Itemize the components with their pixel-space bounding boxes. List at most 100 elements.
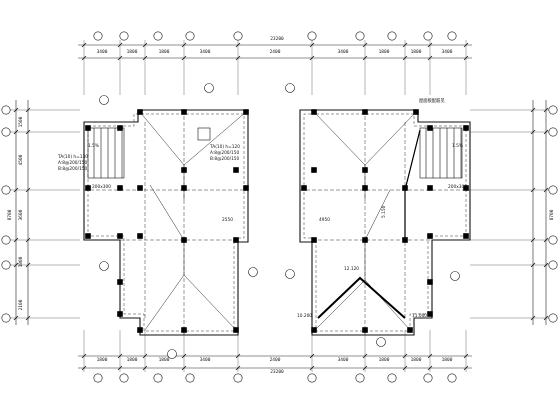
column <box>137 109 143 115</box>
left-dim-labels: 1500 4500 3600 1800 2100 <box>18 116 24 310</box>
top-dim: 3400 <box>200 49 211 55</box>
dim-tick <box>530 129 536 135</box>
top-dim: 1800 <box>159 49 170 55</box>
left-stair-label: 1.5% <box>88 143 99 149</box>
axis-bubble-left <box>1 260 11 270</box>
bottom-dim: 1800 <box>411 357 422 363</box>
right-ridge-dim: 4950 <box>319 217 330 223</box>
dim-tick <box>117 55 123 61</box>
dim-tick <box>402 55 408 61</box>
dim-tick <box>81 42 87 48</box>
axis-bubble-interior <box>99 95 109 105</box>
column <box>85 125 91 131</box>
dim-tick <box>117 353 123 359</box>
axis-bubble-bottom <box>307 373 317 383</box>
column <box>117 185 123 191</box>
dim-tick <box>427 353 433 359</box>
dim-tick <box>13 107 19 113</box>
axis-bubble-bottom <box>423 373 433 383</box>
center-slab-note-3: B:8@200/150 <box>210 156 240 162</box>
right-slab-small: 200x300 <box>448 184 467 190</box>
stair-box <box>419 127 463 179</box>
dim-tick <box>309 42 315 48</box>
dim-tick <box>427 55 433 61</box>
dim-tick <box>235 365 241 371</box>
hatch-box <box>197 127 211 141</box>
column <box>427 279 433 285</box>
column <box>362 185 368 191</box>
column <box>137 327 143 333</box>
top-dim: 1800 <box>127 49 138 55</box>
dim-tick <box>117 42 123 48</box>
dim-tick <box>25 129 31 135</box>
roof-ridge <box>364 189 391 241</box>
column <box>427 233 433 239</box>
bottom-dim: 3400 <box>338 357 349 363</box>
axis-bubble-left <box>1 127 11 137</box>
left-dim: 3600 <box>18 209 24 220</box>
column <box>243 185 249 191</box>
dim-tick <box>81 353 87 359</box>
dim-tick <box>235 55 241 61</box>
left-overall-dim: 8700 <box>7 209 13 220</box>
column <box>233 167 239 173</box>
axis-bubble-right <box>548 105 558 115</box>
column <box>233 237 239 243</box>
axis-bubble-bottom <box>93 373 103 383</box>
column <box>181 167 187 173</box>
axis-bubble-left <box>1 185 11 195</box>
dim-tick <box>427 365 433 371</box>
dim-tick <box>530 237 536 243</box>
column <box>301 185 307 191</box>
roof-elev-1: 12.120 <box>344 266 359 272</box>
axis-bubble-top <box>423 31 433 41</box>
dimension-lines <box>13 42 549 371</box>
dim-tick <box>362 42 368 48</box>
left-dim: 2100 <box>18 299 24 310</box>
left-dim: 1800 <box>18 256 24 267</box>
axis-bubble-left <box>1 235 11 245</box>
axis-bubble-top <box>93 31 103 41</box>
axis-bubble-top <box>355 31 365 41</box>
bottom-dim: 1800 <box>127 357 138 363</box>
column <box>427 311 433 317</box>
top-dim: 3400 <box>338 49 349 55</box>
bottom-dim: 1800 <box>97 357 108 363</box>
left-dim: 4500 <box>18 154 24 165</box>
column <box>427 125 433 131</box>
dim-tick <box>362 353 368 359</box>
axis-bubble-bottom <box>447 373 457 383</box>
bottom-dim: 1800 <box>159 357 170 363</box>
roof-elev-3: 11.000 <box>412 313 427 319</box>
top-dim: 1800 <box>379 49 390 55</box>
column <box>181 185 187 191</box>
axis-bubble-top <box>307 31 317 41</box>
dim-tick <box>25 107 31 113</box>
dim-tick <box>142 365 148 371</box>
dim-tick <box>530 107 536 113</box>
axis-bubble-interior <box>450 271 460 281</box>
dim-tick <box>25 262 31 268</box>
center-slab-note-1: TA(10) h=120 <box>209 144 240 150</box>
axis-bubble-interior <box>204 83 214 93</box>
bottom-dim: 1800 <box>442 357 453 363</box>
dim-tick <box>13 129 19 135</box>
dim-tick <box>402 353 408 359</box>
column <box>463 125 469 131</box>
column <box>362 167 368 173</box>
dim-tick <box>25 237 31 243</box>
axis-bubble-right <box>548 185 558 195</box>
dim-tick <box>117 365 123 371</box>
column <box>362 327 368 333</box>
axis-grid-lines <box>10 40 550 372</box>
dim-tick <box>13 262 19 268</box>
top-overall-dim: 23200 <box>270 36 284 42</box>
bottom-dim: 3400 <box>200 357 211 363</box>
left-slab-note-3: B:8@200/150 <box>58 166 88 172</box>
right-overall-dim: 8700 <box>549 209 555 220</box>
column <box>85 185 91 191</box>
dim-tick <box>543 262 549 268</box>
column <box>362 109 368 115</box>
column <box>181 109 187 115</box>
center-slab-note-2: A:8@200/150 <box>210 150 239 156</box>
